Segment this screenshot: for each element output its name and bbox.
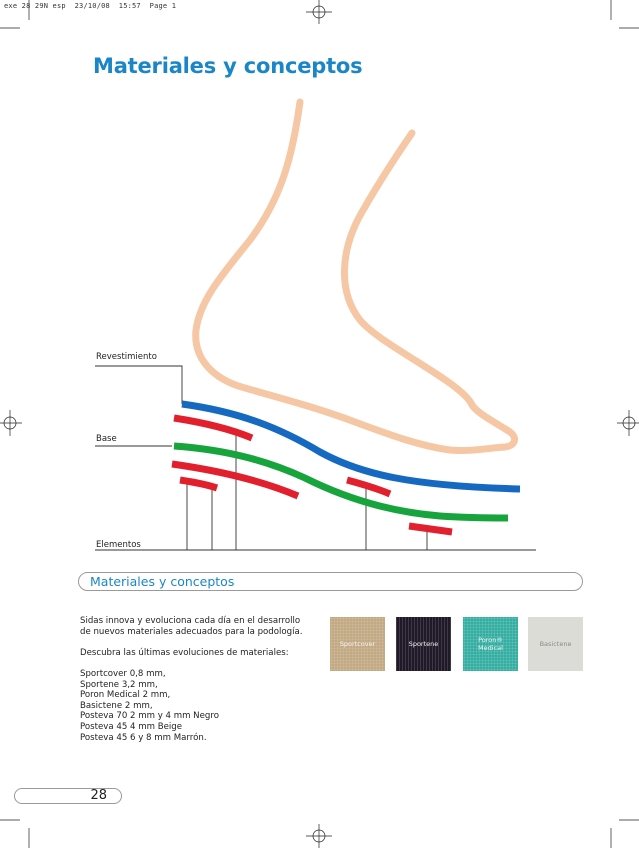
elemento-bar [179,476,219,492]
foot-outline [192,98,519,455]
elementos-bars [171,414,453,536]
elemento-bar [346,476,392,498]
swatch-label: Poron® Medical [478,636,503,652]
label-elementos: Elementos [96,540,141,550]
leader-revestimiento [95,365,183,404]
material-item: Sportcover 0,8 mm, [80,668,166,679]
registration-mark-bottom [306,824,332,848]
insole-layer-diagram [95,98,536,551]
swatch-poron-medical: Poron® Medical [463,617,518,671]
discover-line: Descubra las últimas evoluciones de mate… [80,647,289,658]
page-number: 28 [90,788,107,803]
material-item: Posteva 45 6 y 8 mm Marrón. [80,732,207,743]
registration-mark-right [617,410,639,436]
swatch-basictene: Basictene [528,617,583,671]
elemento-bar [173,414,254,442]
elemento-bar [408,522,453,536]
swatch-label: Sportcover [339,640,376,648]
elemento-bar [171,460,300,500]
registration-mark-top [306,0,332,24]
swatch-label: Basictene [539,640,572,648]
material-item: Poron Medical 2 mm, [80,690,171,701]
label-base: Base [96,434,117,444]
registration-mark-left [0,410,22,436]
material-item: Basictene 2 mm, [80,700,153,711]
material-item: Posteva 70 2 mm y 4 mm Negro [80,711,219,722]
swatch-label: Sportene [408,640,439,648]
print-header: exe 28 29N esp 23/10/08 15:57 Page 1 [4,2,177,10]
page-number-pill: 28 [14,788,122,804]
body-text: Sidas innova y evoluciona cada día en el… [80,616,320,743]
intro-line: Sidas innova y evoluciona cada día en el… [80,616,301,626]
swatch-sportcover: Sportcover [330,617,385,671]
label-revestimiento: Revestimiento [96,352,157,362]
section-header: Materiales y conceptos [78,572,583,591]
leader-lines [95,365,536,551]
section-title: Materiales y conceptos [90,574,235,589]
material-item: Posteva 45 4 mm Beige [80,721,183,732]
base-layer [173,442,509,522]
foot-shape [192,98,519,455]
swatch-sportene: Sportene [396,617,451,671]
intro-line: de nuevos materiales adecuados para la p… [80,626,303,637]
revestimiento-layer [181,400,521,493]
page-title: Materiales y conceptos [93,54,363,78]
material-item: Sportene 3,2 mm, [80,679,158,690]
